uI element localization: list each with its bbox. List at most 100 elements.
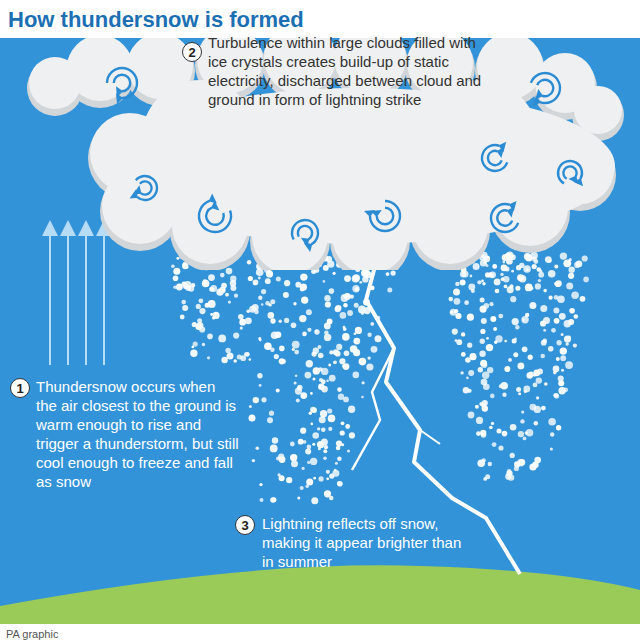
snowflake — [333, 272, 336, 275]
snowflake — [481, 280, 484, 283]
lightning-branch — [420, 430, 440, 444]
snowflake — [480, 339, 485, 344]
snowflake — [348, 406, 355, 413]
snowflake — [519, 459, 526, 466]
snowflake — [533, 370, 540, 377]
ground-hill — [0, 565, 640, 644]
snowflake — [554, 282, 558, 286]
snowflake — [361, 269, 369, 277]
snowflake — [501, 277, 505, 281]
snowflake — [468, 412, 475, 419]
snowflake — [337, 481, 343, 487]
snowflake — [481, 432, 487, 438]
snowflake — [536, 396, 539, 399]
snowflake — [239, 319, 246, 326]
snowflake — [522, 346, 528, 352]
snowflake — [314, 329, 319, 334]
snowflake — [190, 350, 197, 357]
snowflake — [310, 458, 317, 465]
snowflake — [513, 352, 518, 357]
snowflake — [548, 346, 554, 352]
snowflake — [186, 266, 189, 269]
snowflake — [550, 432, 554, 436]
snowflake — [580, 296, 586, 302]
snowflake — [299, 315, 306, 322]
snowflake — [315, 330, 318, 333]
snowflake — [465, 357, 471, 363]
snowflake — [311, 423, 314, 426]
snowflake — [450, 309, 457, 316]
snowflake — [278, 473, 281, 476]
snowflake — [534, 421, 539, 426]
snowflake — [324, 334, 331, 341]
snowflake — [259, 384, 262, 387]
snowflake — [574, 314, 579, 319]
snowflake — [326, 379, 329, 382]
snowflake — [173, 268, 180, 275]
snowflake — [246, 310, 250, 314]
turbulence-swirl — [478, 136, 513, 175]
snowflake — [279, 320, 282, 323]
snowflake — [267, 417, 273, 423]
snowflake — [367, 356, 370, 359]
snowflake — [555, 281, 561, 287]
snowflake — [291, 323, 297, 329]
snowflake — [480, 298, 485, 303]
snowflake — [191, 283, 195, 287]
snowflake — [258, 296, 262, 300]
snowflake — [489, 426, 493, 430]
snowflake — [476, 431, 481, 436]
snowflake — [173, 276, 179, 282]
snowflake — [230, 285, 236, 291]
snowflake — [502, 393, 506, 397]
snowflake — [193, 342, 198, 347]
snowflake — [225, 348, 230, 353]
note-text: Thundersnow occurs when the air closest … — [36, 377, 240, 491]
snowflake — [478, 367, 483, 372]
snowflake — [324, 445, 328, 449]
snowflake — [568, 273, 574, 279]
snowflake — [300, 274, 307, 281]
snowflake — [543, 339, 548, 344]
snowflake — [270, 318, 275, 323]
snowflake — [464, 300, 469, 305]
snowflake — [556, 357, 560, 361]
snowflake — [171, 265, 175, 269]
snowflake — [533, 383, 538, 388]
snowflake — [290, 442, 295, 447]
snowflake — [502, 431, 508, 437]
snowflake — [295, 374, 298, 377]
snowflake — [481, 318, 487, 324]
snowflake — [536, 377, 542, 383]
snowflake — [301, 297, 308, 304]
snowflake — [310, 392, 313, 395]
snowflake — [504, 340, 507, 343]
snowflake — [195, 324, 201, 330]
snowflake — [489, 271, 496, 278]
snowflake — [321, 368, 328, 375]
snowflake — [370, 322, 374, 326]
snowflake — [353, 274, 360, 281]
snowflake — [510, 424, 517, 431]
snowflake — [292, 341, 300, 349]
snowflake — [526, 257, 529, 260]
snowflake — [527, 372, 533, 378]
snowflake — [493, 327, 497, 331]
snowflake — [249, 358, 252, 361]
snowflake — [490, 316, 496, 322]
snowflake — [461, 332, 465, 336]
snowflake — [354, 332, 357, 335]
snowflake — [366, 363, 373, 370]
snowflake — [245, 317, 252, 324]
snowflake — [206, 283, 209, 286]
snowflake — [456, 339, 462, 345]
snowflake — [327, 408, 332, 413]
snowflake — [312, 443, 315, 446]
snowflake — [340, 430, 345, 435]
snowflake — [337, 481, 341, 485]
snowflake — [270, 348, 274, 352]
snowflake — [298, 439, 304, 445]
snowflake — [489, 302, 493, 306]
snowflake — [535, 283, 541, 289]
snowflake — [504, 285, 508, 289]
